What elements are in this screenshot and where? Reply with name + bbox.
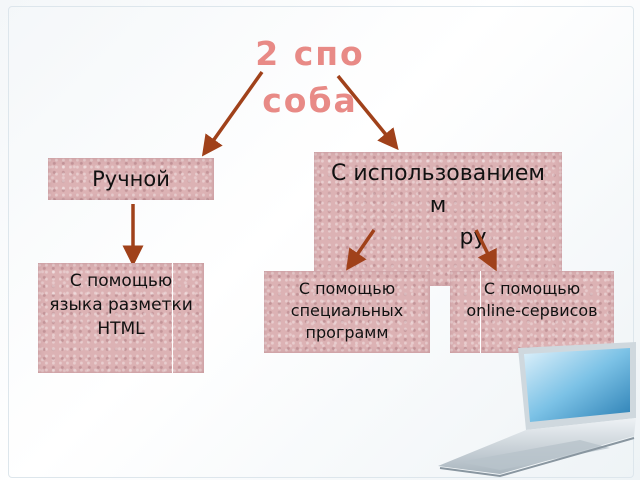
arrow-to-programs: [346, 229, 376, 271]
using-method-overflow: м: [429, 193, 447, 218]
using-method-label: С использованием: [330, 161, 546, 186]
html-method-label: С помощью языка разметки HTML: [49, 271, 193, 339]
online-method-label: С помощью online-сервисов: [466, 279, 598, 320]
box-divider: [480, 271, 481, 353]
laptop-icon: [438, 342, 636, 478]
html-method-box: С помощью языка разметки HTML: [38, 263, 204, 373]
arrow-to-online: [474, 229, 497, 272]
slide-frame: [8, 6, 634, 478]
programs-method-box: С помощью специальных программ: [264, 271, 430, 353]
slide-title: 2 способа: [255, 34, 365, 120]
arrow-to-using: [336, 74, 399, 151]
box-divider: [172, 263, 173, 373]
manual-method-box: Ручной: [48, 158, 214, 200]
online-method-box: С помощью online-сервисов: [450, 271, 614, 353]
arrow-to-manual: [201, 70, 264, 157]
